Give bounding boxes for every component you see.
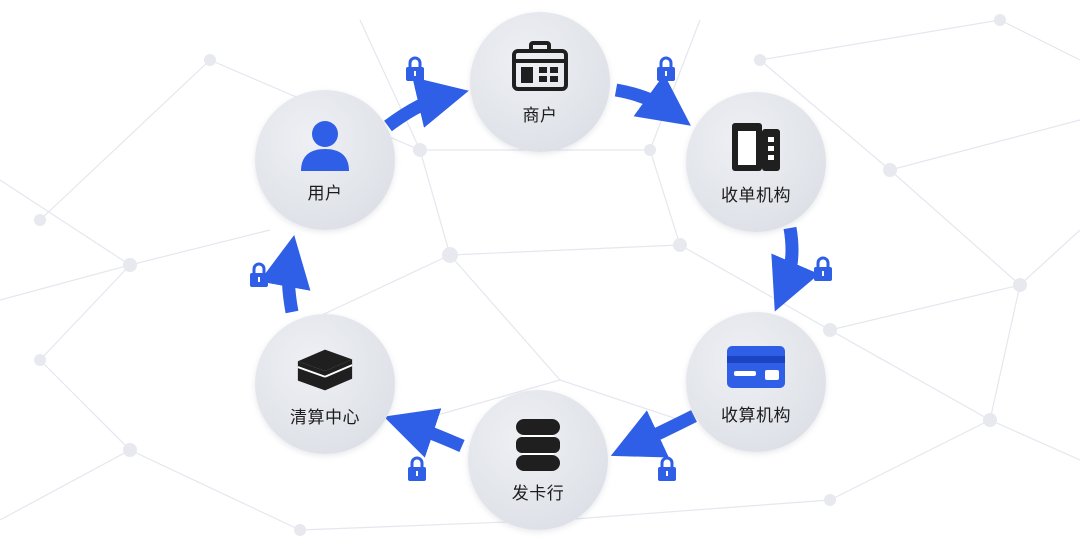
- lock-icon: [814, 256, 832, 281]
- arrow-issuer-to-clearing: [383, 408, 465, 458]
- arrow-acquirer-to-processor: [771, 226, 820, 312]
- node-issuer: 发卡行: [468, 390, 608, 530]
- node-label: 用户: [307, 183, 343, 204]
- arrow-clearing-to-user: [259, 234, 311, 314]
- lock-icon: [408, 456, 426, 481]
- node-label: 商户: [522, 105, 558, 126]
- credit-card-icon: [725, 339, 787, 395]
- node-label: 发卡行: [511, 483, 565, 504]
- arrow-user-to-merchant: [384, 77, 469, 132]
- node-label: 清算中心: [290, 407, 360, 428]
- lock-icon: [250, 262, 268, 287]
- arrow-merchant-to-acquirer: [614, 74, 691, 126]
- storefront-icon: [509, 39, 571, 95]
- lock-icon: [657, 56, 675, 81]
- node-user: 用户: [255, 90, 395, 230]
- user-icon: [294, 117, 356, 173]
- pos-terminal-icon: [725, 119, 787, 175]
- node-label: 收算机构: [721, 405, 791, 426]
- node-label: 收单机构: [721, 185, 791, 206]
- node-merchant: 商户: [470, 12, 610, 152]
- lock-icon: [658, 456, 676, 481]
- node-clearing: 清算中心: [255, 314, 395, 454]
- arrow-processor-to-issuer: [610, 410, 697, 458]
- vault-box-icon: [294, 341, 356, 397]
- lock-icon: [406, 56, 424, 81]
- server-database-icon: [507, 417, 569, 473]
- node-processor: 收算机构: [686, 312, 826, 452]
- node-acquirer: 收单机构: [686, 92, 826, 232]
